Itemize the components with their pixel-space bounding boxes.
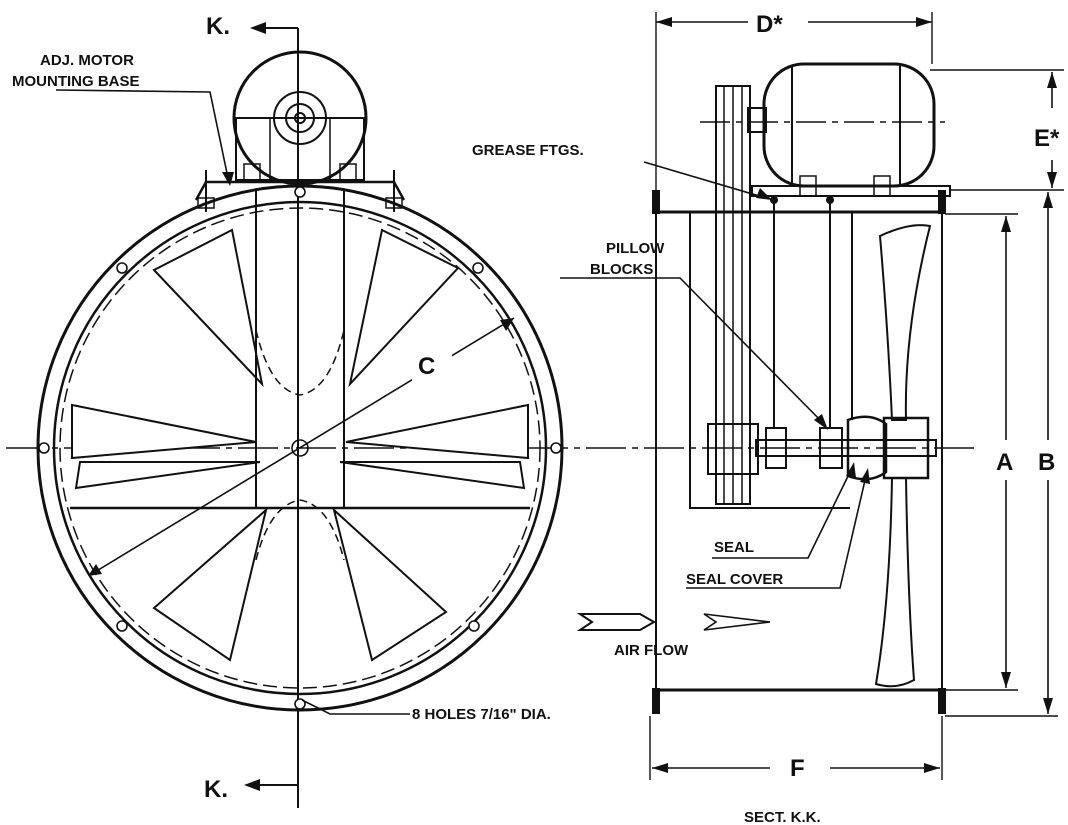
- fan-blades: [71, 228, 529, 662]
- side-view: [560, 12, 1064, 780]
- holes-label: 8 HOLES 7/16" DIA.: [412, 706, 551, 723]
- motor-side: [700, 62, 951, 197]
- section-label-top: K.: [206, 13, 230, 40]
- pillow-blocks-label-line2: BLOCKS: [590, 261, 653, 278]
- shaft-center: [291, 439, 309, 457]
- adj-motor-label-line1: ADJ. MOTOR: [40, 52, 134, 69]
- mounting-holes: [38, 186, 562, 710]
- pillow-blocks-label-line1: PILLOW: [606, 240, 665, 257]
- dimension-f-label: F: [790, 755, 805, 782]
- dimension-c-label: C: [418, 353, 435, 380]
- grease-fittings-label: GREASE FTGS.: [472, 142, 584, 159]
- air-flow-arrow-2: [703, 613, 771, 631]
- dimension-b-label: B: [1038, 449, 1055, 476]
- housing-outer-ring: [36, 184, 564, 712]
- air-flow-arrow-1: [576, 613, 657, 631]
- section-label-bottom: K.: [204, 776, 228, 803]
- shaft: [755, 439, 937, 457]
- seal-cover-label: SEAL COVER: [686, 571, 783, 588]
- motor-mounting-base: [194, 163, 406, 212]
- blade-upper: [878, 224, 932, 421]
- fan-pulley: [707, 423, 759, 475]
- dimension-e-label: E*: [1034, 125, 1060, 152]
- section-caption: SECT. K.K.: [744, 809, 821, 825]
- section-arrow-top: [250, 22, 266, 34]
- housing-dashed-ring: [59, 207, 541, 689]
- dimension-d-label: D*: [756, 11, 783, 38]
- housing-inner-ring: [52, 200, 548, 696]
- air-flow-label: AIR FLOW: [614, 642, 689, 659]
- pillow-block-1: [765, 427, 787, 469]
- seal: [846, 415, 888, 481]
- motor-front: [232, 50, 368, 186]
- seal-label: SEAL: [714, 539, 754, 556]
- adj-motor-label-line2: MOUNTING BASE: [12, 73, 140, 90]
- front-view: [6, 22, 975, 808]
- dimension-a-label: A: [996, 449, 1013, 476]
- labels: K. K. ADJ. MOTOR MOUNTING BASE GREASE FT…: [12, 11, 1060, 825]
- blade-lower: [874, 477, 916, 688]
- section-arrow-bottom: [244, 779, 260, 791]
